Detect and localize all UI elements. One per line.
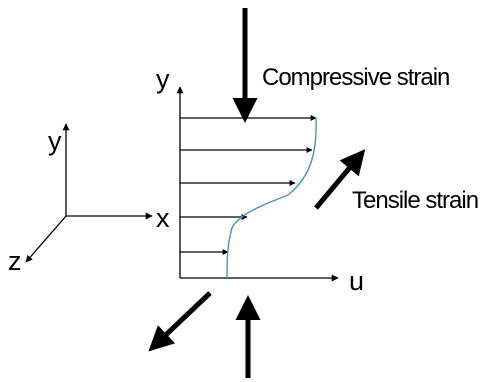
tensile-arrow-lower — [148, 291, 212, 352]
profile-y-label: y — [156, 64, 170, 94]
tensile-strain-label: Tensile strain — [352, 187, 478, 214]
profile-u-label: u — [349, 266, 364, 296]
axes-z-axis — [25, 215, 67, 263]
axes-z-label: z — [8, 246, 22, 276]
tensile-arrow-upper — [314, 149, 366, 210]
axes-y-label: y — [48, 126, 62, 156]
axes-x-label: x — [156, 203, 170, 233]
velocity-profile-curve — [226, 117, 317, 279]
compressive-strain-label: Compressive strain — [262, 64, 449, 91]
